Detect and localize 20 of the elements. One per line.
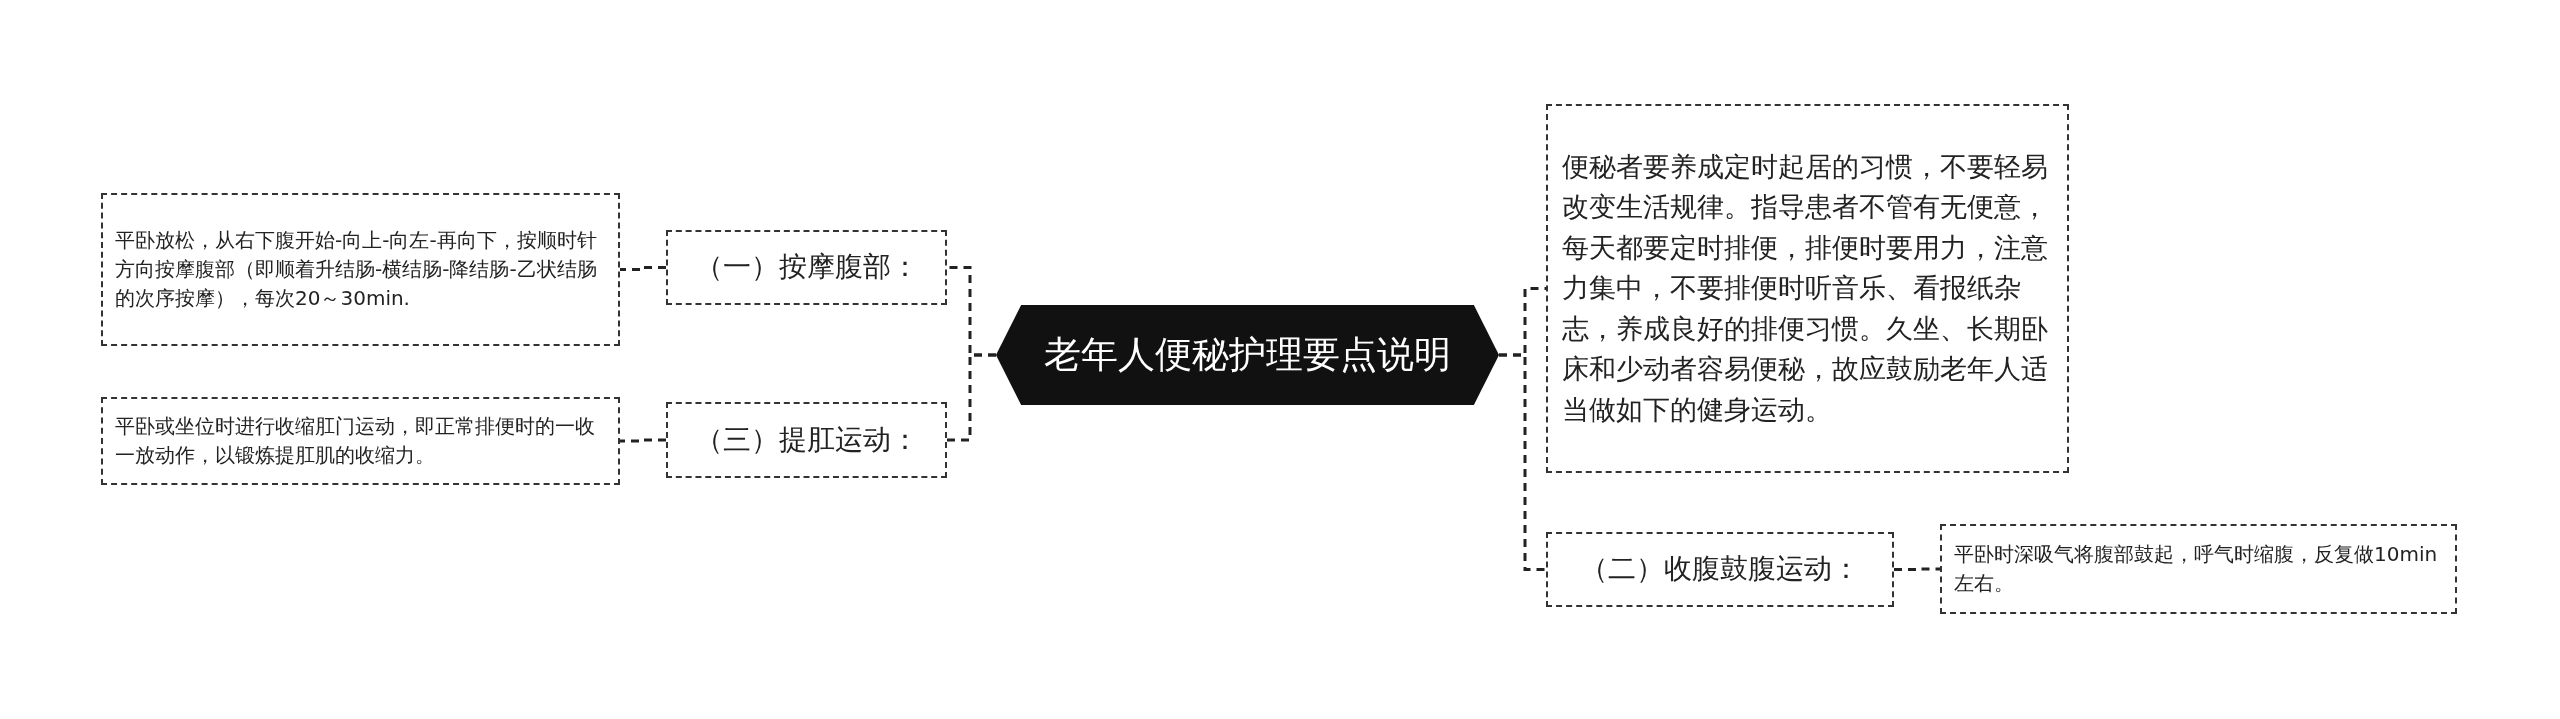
connector <box>947 353 996 442</box>
connector <box>620 266 666 271</box>
branch-title: （三）提肛运动： <box>694 421 919 458</box>
branch-title: （二）收腹鼓腹运动： <box>1580 551 1860 588</box>
note-text: 便秘者要养成定时起居的习惯，不要轻易改变生活规律。指导患者不管有无便意，每天都要定时排便，排便时要用力，注意力集中，不要排便时听音乐、看报纸杂志，养成良好的排便习惯。久坐、长期卧床和少动者容易便秘，故应鼓励老年人适当做如下的健身运动。 <box>1562 149 2049 427</box>
note-box <box>1546 104 2069 473</box>
branch-box <box>1546 532 1894 607</box>
connector <box>1894 567 1940 571</box>
branch-box <box>666 402 947 478</box>
branch-title: （一）按摩腹部： <box>694 249 919 286</box>
note-box <box>101 193 620 346</box>
topic-title: 老年人便秘护理要点说明 <box>1044 332 1451 378</box>
note-text: 平卧或坐位时进行收缩肛门运动，即正常排便时的一收一放动作，以锻炼提肛肌的收缩力。 <box>115 413 596 469</box>
note-text: 平卧时深吸气将腹部鼓起，呼气时缩腹，反复做10min左右。 <box>1954 541 2439 597</box>
note-text: 平卧放松，从右下腹开始-向上-向左-再向下，按顺时针方向按摩腹部（即顺着升结肠-横结肠-降结肠-乙状结肠的次序按摩），每次20～30min. <box>115 227 598 312</box>
connector <box>620 438 666 443</box>
branch-box <box>666 230 947 305</box>
note-box <box>101 397 620 485</box>
connector <box>1499 353 1546 571</box>
note-box <box>1940 524 2457 614</box>
